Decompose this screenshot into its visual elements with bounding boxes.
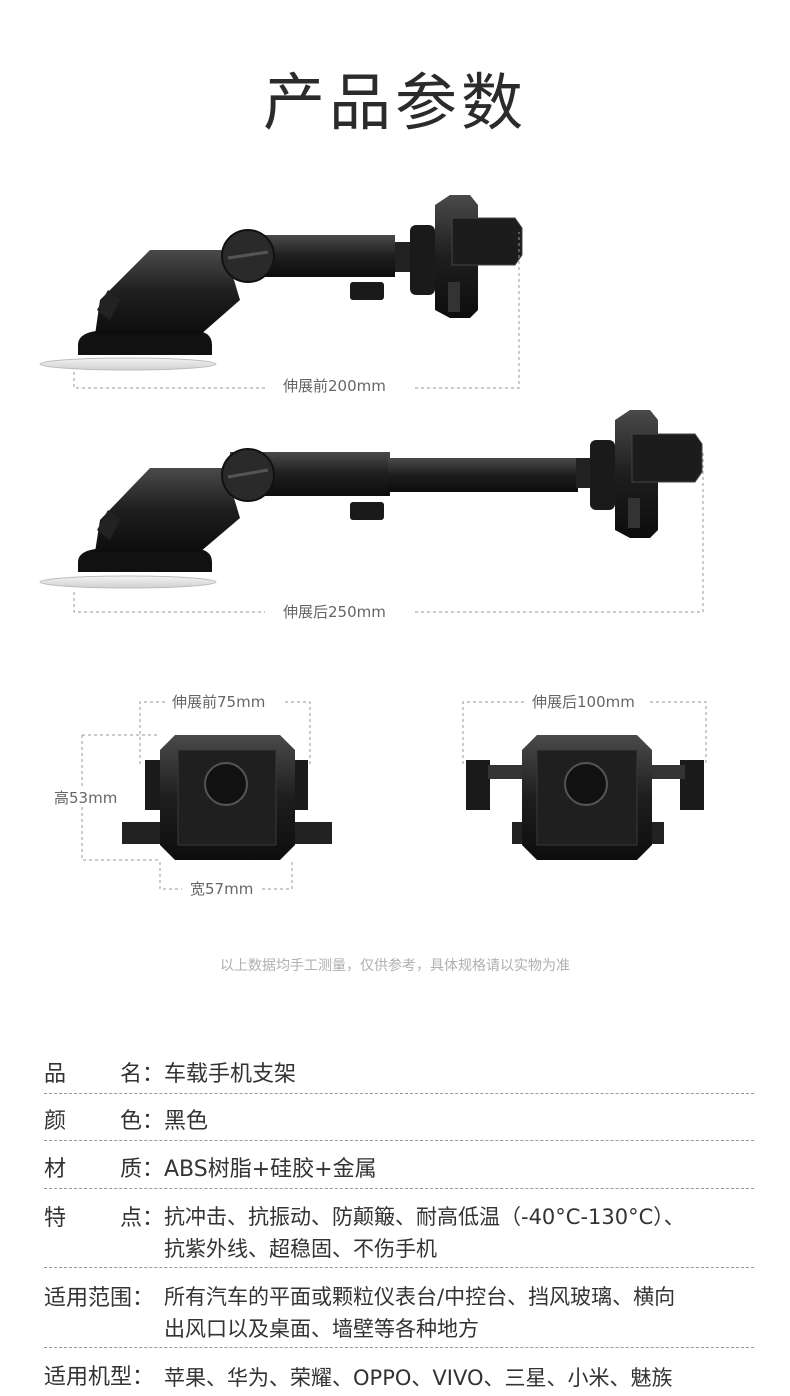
width-after-label: 伸展后100mm [526,693,641,711]
spec-key: 特 点： [44,1201,164,1237]
spec-key-text: 适用范围 [44,1286,133,1311]
spec-key-char: 材 [44,1157,67,1182]
height-label: 高53mm [48,789,124,807]
spec-row-features: 特 点： 抗冲击、抗振动、防颠簸、耐高低温（-40°C-130°C）、 抗紫外线… [44,1201,754,1268]
front-view-before [122,735,332,860]
spec-value-line: 出风口以及桌面、墙壁等各种地方 [164,1317,479,1341]
spec-colon: ： [142,1062,165,1087]
base-width-label: 宽57mm [184,880,260,898]
spec-key-char: 质 [119,1157,142,1182]
spec-key-char: 点 [119,1206,142,1231]
spec-value-line: 所有汽车的平面或颗粒仪表台/中控台、挡风玻璃、横向 [164,1285,676,1309]
mount-before-extension [39,195,523,371]
product-illustrations [39,195,707,890]
spec-value: 抗冲击、抗振动、防颠簸、耐高低温（-40°C-130°C）、 抗紫外线、超稳固、… [164,1201,754,1265]
spec-key-char: 色 [119,1109,142,1134]
spec-key: 颜 色： [44,1104,164,1140]
spec-value: 车载手机支架 [164,1062,297,1087]
spec-key-char: 名 [119,1062,142,1087]
page-title: 产品参数 [262,66,527,139]
spec-colon: ： [132,1286,155,1311]
spec-colon: ： [142,1157,165,1182]
spec-key: 适用范围： [44,1281,164,1317]
spec-key: 适用机型： [44,1360,164,1396]
spec-row-models: 适用机型： 苹果、华为、荣耀、OPPO、VIVO、三星、小米、魅族 [44,1360,754,1396]
mount-after-extension [39,410,703,589]
measurement-note: 以上数据均手工测量，仅供参考，具体规格请以实物为准 [220,958,570,974]
length-before-label: 伸展前200mm [277,377,392,395]
width-before-label: 伸展前75mm [166,693,272,711]
spec-key: 品 名： [44,1057,164,1093]
spec-value: 所有汽车的平面或颗粒仪表台/中控台、挡风玻璃、横向 出风口以及桌面、墙壁等各种地… [164,1281,754,1345]
spec-colon: ： [142,1109,165,1134]
spec-row-name: 品 名： 车载手机支架 [44,1057,754,1094]
spec-colon: ： [142,1206,165,1231]
spec-key-char: 品 [44,1062,67,1087]
spec-value: 苹果、华为、荣耀、OPPO、VIVO、三星、小米、魅族 [164,1366,673,1390]
spec-value-line: 抗冲击、抗振动、防颠簸、耐高低温（-40°C-130°C）、 [164,1205,685,1229]
spec-value-line: 抗紫外线、超稳固、不伤手机 [164,1237,437,1261]
spec-row-scope: 适用范围： 所有汽车的平面或颗粒仪表台/中控台、挡风玻璃、横向 出风口以及桌面、… [44,1281,754,1348]
length-after-label: 伸展后250mm [277,603,392,621]
spec-row-color: 颜 色： 黑色 [44,1104,754,1141]
spec-colon: ： [132,1365,155,1390]
spec-value: 黑色 [164,1109,209,1134]
spec-row-material: 材 质： ABS树脂+硅胶+金属 [44,1152,754,1189]
spec-key: 材 质： [44,1152,164,1188]
front-view-after [466,735,704,860]
spec-key-char: 特 [44,1206,67,1231]
spec-key-text: 适用机型 [44,1365,133,1390]
spec-value: ABS树脂+硅胶+金属 [164,1157,377,1182]
spec-key-char: 颜 [44,1109,67,1134]
